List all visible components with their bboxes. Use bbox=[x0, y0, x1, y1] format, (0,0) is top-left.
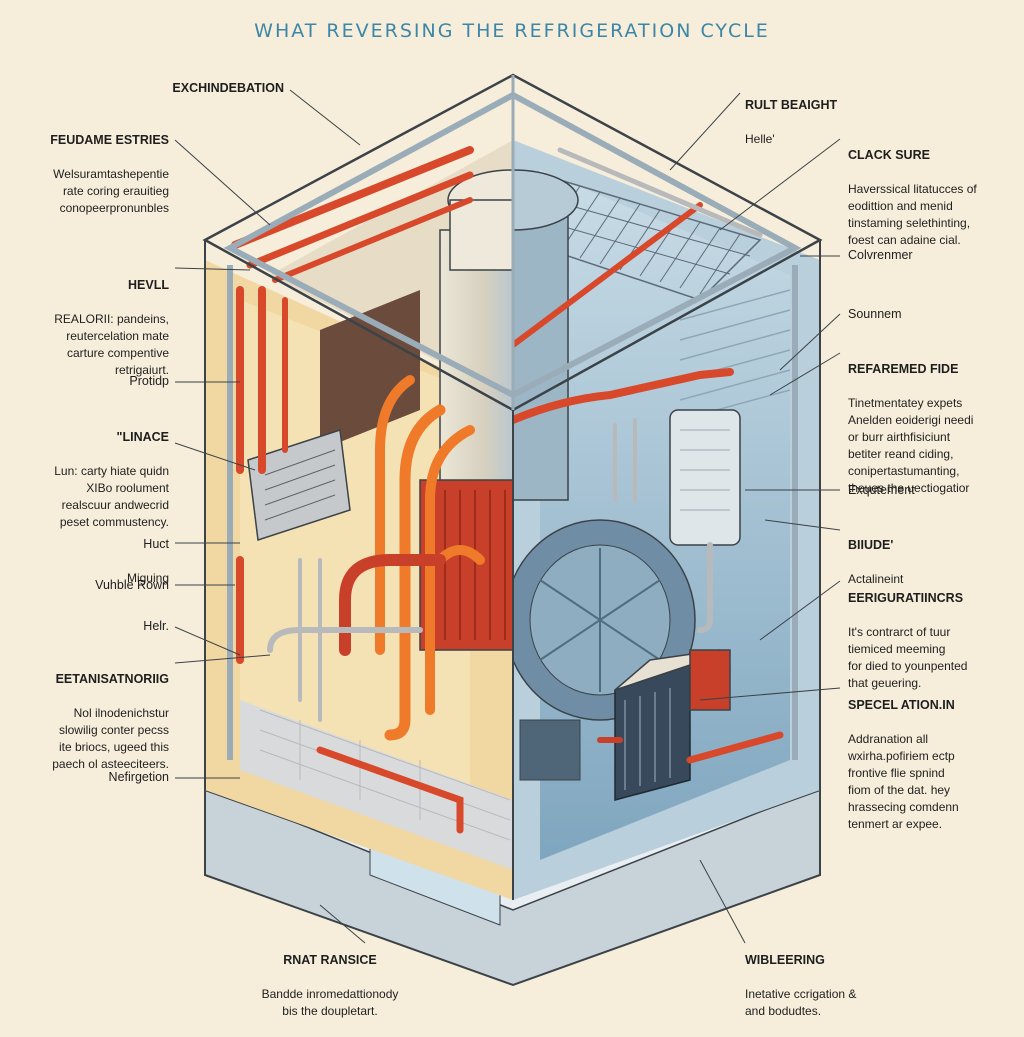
callout-heading: Huct bbox=[143, 537, 169, 551]
callout-huct: Huct Miguing bbox=[127, 519, 169, 604]
callout-heading: RULT BEAIGHT bbox=[745, 98, 838, 112]
callout-sounnem: Sounnem bbox=[848, 306, 902, 323]
callout-heading: REFAREMED FIDE bbox=[848, 362, 959, 376]
diagram-title: WHAT REVERSING THE REFRIGERATION CYCLE bbox=[254, 20, 770, 42]
callout-heading: Colvrenmer bbox=[848, 248, 913, 262]
callout-biiude: BIIUDE' Actalineint bbox=[848, 520, 903, 605]
callout-colvrenmer: Colvrenmer bbox=[848, 247, 913, 264]
callout-heading: SPECEL ATION.IN bbox=[848, 698, 955, 712]
callout-wibleering: WIBLEERING Inetative ccrigation & and bo… bbox=[745, 935, 856, 1037]
callout-heading: Protidp bbox=[129, 374, 169, 388]
callout-body: Bandde inromedattionody bis the doupleta… bbox=[261, 987, 399, 1018]
callout-feudame-estries: FEUDAME ESTRIES Welsuramtashepentie rate… bbox=[50, 115, 169, 234]
callout-refaremed-fide: REFAREMED FIDE Tinetmentatey expets Anel… bbox=[848, 344, 973, 514]
callout-helr: Helr. bbox=[143, 618, 169, 635]
callout-heading: WIBLEERING bbox=[745, 953, 825, 967]
callout-heading: RNAT RANSICE bbox=[283, 953, 377, 967]
callout-rult-beaight: RULT BEAIGHT Helle' bbox=[745, 80, 837, 165]
callout-vuhble-rown: Vuhble Rown bbox=[95, 577, 169, 594]
callout-protidp: Protidp bbox=[129, 373, 169, 390]
leader-lines bbox=[174, 89, 841, 944]
cabinet-frame bbox=[202, 73, 823, 900]
callout-body: Haverssical litatucces of eodittion and … bbox=[848, 182, 977, 247]
callout-body: Actalineint bbox=[848, 572, 904, 586]
callout-linace: "LINACE Lun: carty hiate quidn XIBo rool… bbox=[54, 412, 169, 548]
cold-interior bbox=[513, 140, 820, 900]
callout-heading: "LINACE bbox=[116, 430, 169, 444]
callout-heading: EXCHINDEBATION bbox=[172, 81, 284, 95]
callout-heading: Vuhble Rown bbox=[95, 578, 169, 592]
callout-heading: BIIUDE' bbox=[848, 538, 894, 552]
callout-hevll: HEVLL REALORII: pandeins, reutercelation… bbox=[54, 260, 169, 396]
callout-body: Miguing bbox=[126, 571, 169, 585]
callout-heading: EETANISATNORIIG bbox=[55, 672, 169, 686]
callout-clack-sure: CLACK SURE Haverssical litatucces of eod… bbox=[848, 130, 977, 266]
callout-body: REALORII: pandeins, reutercelation mate … bbox=[54, 312, 169, 377]
callout-heading: Exqutement bbox=[848, 483, 915, 497]
callout-exqutement: Exqutement bbox=[848, 482, 915, 499]
callout-exchindebation: EXCHINDEBATION bbox=[172, 80, 284, 97]
callout-heading: HEVLL bbox=[128, 278, 169, 292]
warm-interior bbox=[205, 140, 513, 900]
callout-body: Inetative ccrigation & and bodudtes. bbox=[745, 987, 857, 1018]
callout-eeriguratiincrs: EERIGURATIINCRS It's contrarct of tuur t… bbox=[848, 573, 967, 709]
callout-heading: Helr. bbox=[143, 619, 169, 633]
callout-heading: Nefirgetion bbox=[108, 770, 169, 784]
callout-body: Helle' bbox=[745, 132, 775, 146]
callout-heading: FEUDAME ESTRIES bbox=[50, 133, 169, 147]
callout-rnat-ransice: RNAT RANSICE Bandde inromedattionody bis… bbox=[230, 935, 430, 1037]
callout-body: It's contrarct of tuur tiemiced meeming … bbox=[848, 625, 968, 690]
callout-body: Lun: carty hiate quidn XIBo roolument re… bbox=[54, 464, 169, 529]
callout-eetanisatnoriig: EETANISATNORIIG Nol ilnodenichstur slowi… bbox=[52, 654, 169, 790]
callout-heading: Sounnem bbox=[848, 307, 902, 321]
callout-body: Welsuramtashepentie rate coring erauitie… bbox=[53, 167, 169, 215]
callout-body: Tinetmentatey expets Anelden eoiderigi n… bbox=[848, 396, 974, 495]
callout-specel-ation: SPECEL ATION.IN Addranation all wxirha.p… bbox=[848, 680, 959, 850]
callout-body: Addranation all wxirha.pofiriem ectp fro… bbox=[848, 732, 959, 831]
callout-nefirgetion: Nefirgetion bbox=[109, 769, 169, 786]
callout-heading: CLACK SURE bbox=[848, 148, 930, 162]
callout-heading: EERIGURATIINCRS bbox=[848, 591, 964, 605]
callout-body: Nol ilnodenichstur slowilig conter pecss… bbox=[52, 706, 169, 771]
